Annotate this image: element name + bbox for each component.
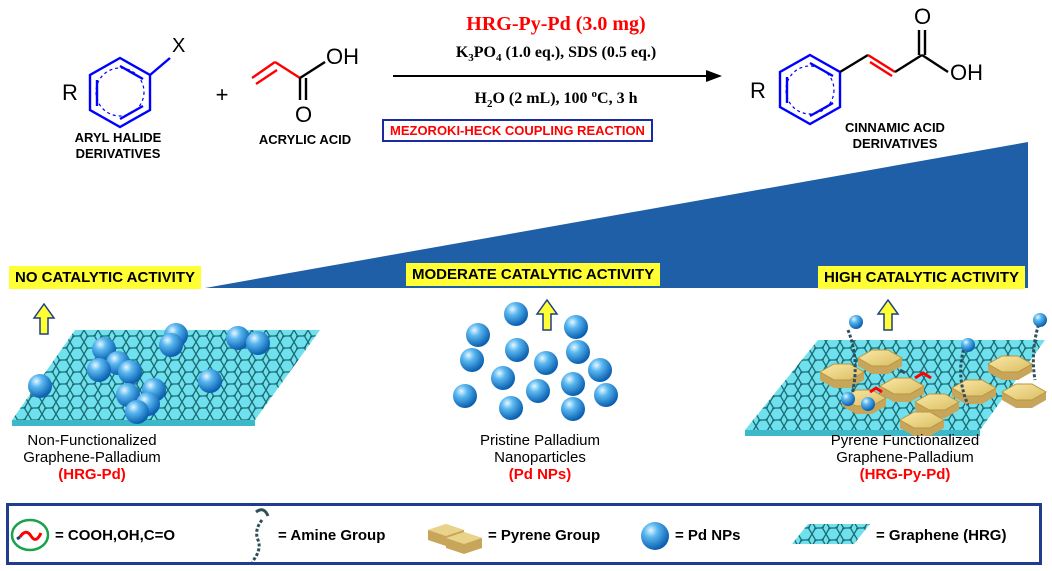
graphene-legend-icon [792,524,870,544]
up-arrow-icon [876,298,900,331]
acrylic-acid-name: ACRYLIC ACID [259,132,351,147]
up-arrow-icon [535,298,559,331]
legend-pyrene: = Pyrene Group [488,527,601,544]
pyrene-block [913,393,961,411]
pd-nanoparticle [588,358,612,382]
caption-line2: Nanoparticles [494,449,586,466]
caption-abbr: (HRG-Py-Pd) [859,466,951,483]
pd-nanoparticle [526,379,550,403]
product-name-line2: DERIVATIVES [853,136,938,151]
aryl-halide-structure [88,56,171,129]
pd-nanoparticle [460,348,484,372]
acrylic-o-label: O [295,102,312,127]
pyrene-block [878,377,926,395]
pd-nanoparticle [453,384,477,408]
caption-abbr: (HRG-Pd) [58,466,126,483]
pd-nanoparticle [87,358,111,382]
caption-line1: Pyrene Functionalized [830,432,980,449]
catalyst-caption-pd-nps: Pristine Palladium Nanoparticles (Pd NPs… [440,432,640,483]
caption-line2: Graphene-Palladium [836,449,974,466]
legend-amine: = Amine Group [278,527,386,544]
product-oh-label: OH [950,60,983,85]
reactant1-x-label: X [172,35,185,57]
reaction-name-box: MEZOROKI-HECK COUPLING REACTION [382,119,653,142]
conditions-line: H2O (2 mL), 100 oC, 3 h [474,88,637,110]
oxygen-groups-legend-icon [10,518,50,552]
pd-nanoparticle [198,369,222,393]
catalyst-caption-hrg-py-pd: Pyrene Functionalized Graphene-Palladium… [790,432,1020,483]
pd-nanoparticle [841,392,855,406]
legend-box [6,503,1042,565]
pyrene-block [818,363,866,381]
cinnamic-acid-structure [778,30,949,126]
legend-oxygen-groups: = COOH,OH,C=O [55,527,176,544]
acrylic-acid-structure [251,60,326,100]
caption-line2: Graphene-Palladium [23,449,161,466]
pd-nanoparticle [564,315,588,339]
plus-sign: + [216,82,229,107]
caption-line1: Pristine Palladium [479,432,601,449]
oxygen-group-icon [869,368,932,394]
product-o-label: O [914,4,931,29]
pd-nanoparticle [499,396,523,420]
pd-nps-legend-icon [641,522,669,550]
reaction-arrowhead [706,70,722,82]
pyrene-block [898,411,946,429]
pd-nanoparticle-group [28,323,270,424]
pd-nanoparticle-group [453,302,618,421]
pd-nanoparticle [594,383,618,407]
legend-graphene: = Graphene (HRG) [876,527,1007,544]
catalyst-caption-hrg-pd: Non-Functionalized Graphene-Palladium (H… [0,432,184,483]
pd-nanoparticle [861,397,875,411]
pd-nanoparticle [1033,313,1047,327]
caption-line1: Non-Functionalized [27,432,157,449]
pd-nanoparticle-group [841,313,1047,411]
pd-nanoparticle [504,302,528,326]
pd-nanoparticle [561,397,585,421]
amine-group-legend-icon [250,508,270,563]
reactant1-name-line1: ARYL HALIDE [75,130,162,145]
pd-nanoparticle [246,331,270,355]
catalyst-label: HRG-Py-Pd (3.0 mg) [466,13,645,35]
reactant1-name-line2: DERIVATIVES [76,146,161,161]
pd-nanoparticle [534,351,558,375]
activity-label-moderate: MODERATE CATALYTIC ACTIVITY [406,263,661,286]
pd-nanoparticle [566,340,590,364]
activity-label-high: HIGH CATALYTIC ACTIVITY [818,266,1025,289]
reactant1-r-label: R [62,80,78,105]
activity-wedge [205,142,1028,288]
reagents-line: K3PO4 (1.0 eq.), SDS (0.5 eq.) [456,44,656,64]
pd-nanoparticle [159,333,183,357]
pd-nanoparticle [28,374,52,398]
activity-label-low: NO CATALYTIC ACTIVITY [9,266,201,289]
product-name-line1: CINNAMIC ACID [845,120,945,135]
pd-nanoparticle [118,360,142,384]
pd-nanoparticle [961,338,975,352]
up-arrow-icon [32,302,56,335]
legend-pd: = Pd NPs [675,527,741,544]
pd-nanoparticle [125,400,149,424]
pyrene-group-legend-icon [428,524,482,554]
pyrene-block [1000,383,1048,401]
caption-abbr: (Pd NPs) [508,466,572,483]
hrg-pd-illustration [12,330,320,426]
pyrene-block [856,349,904,367]
pyrene-block [986,355,1034,373]
pd-nanoparticle [491,366,515,390]
acrylic-oh-label: OH [326,44,359,69]
pd-nanoparticle [226,326,250,350]
pd-nanoparticle [505,338,529,362]
pd-nanoparticle [466,323,490,347]
pd-nanoparticle [561,372,585,396]
pd-nanoparticle [849,315,863,329]
product-r-label: R [750,78,766,103]
